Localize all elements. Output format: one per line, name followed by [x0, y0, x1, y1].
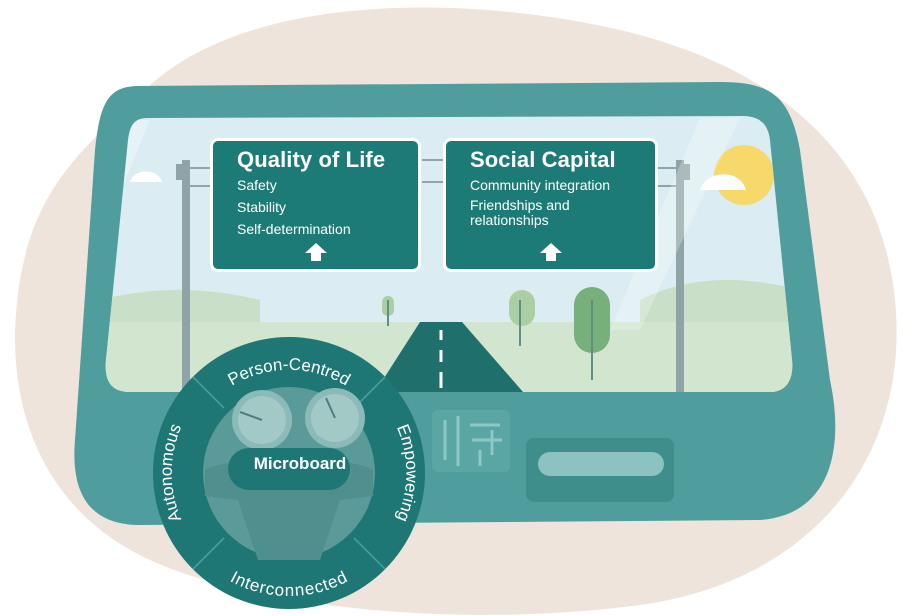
tree-small — [382, 296, 394, 326]
sign-title: Social Capital — [470, 147, 616, 172]
sign-item: Safety — [237, 177, 277, 193]
arrow-up-icon — [304, 243, 327, 261]
wheel-hub-label: Microboard — [253, 454, 347, 473]
sign-social-capital: Social Capital Community integration Fri… — [443, 138, 658, 272]
dashboard-slot — [538, 452, 664, 476]
sign-item: Friendships and relationships — [470, 197, 570, 228]
sign-quality-of-life: Quality of Life Safety Stability Self-de… — [210, 138, 421, 272]
sign-post-right — [676, 160, 684, 392]
sign-item: Stability — [237, 199, 287, 215]
steering-wheel: Person-Centred Interconnected Autonomous… — [153, 337, 425, 609]
wheel-hub — [228, 448, 350, 490]
sign-title: Quality of Life — [237, 147, 386, 172]
map-icon — [443, 416, 502, 466]
tree-large — [574, 287, 610, 380]
sign-item: Community integration — [470, 177, 611, 193]
sign-post-left — [182, 160, 190, 392]
tree-medium — [509, 290, 535, 346]
arrow-up-icon — [539, 243, 562, 261]
sign-item: Self-determination — [237, 221, 351, 237]
